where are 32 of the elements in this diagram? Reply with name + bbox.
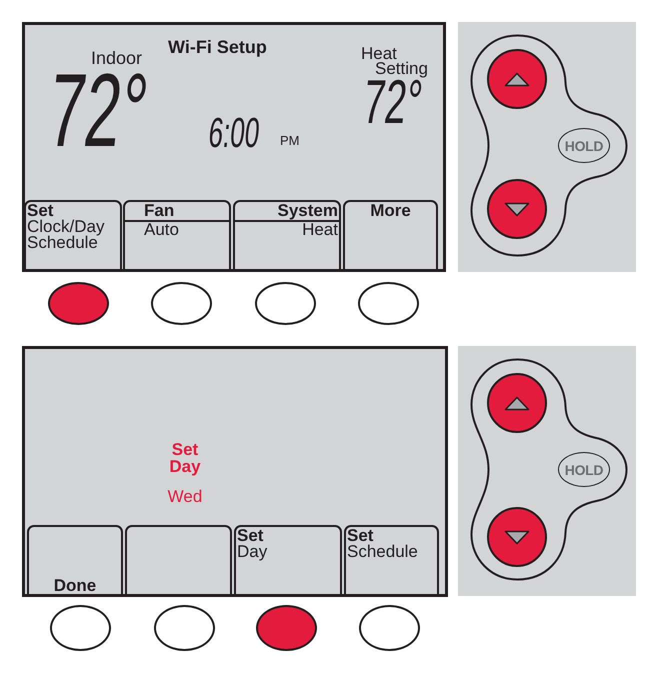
tab-title: System bbox=[235, 202, 339, 222]
clock-time: 6:00 bbox=[206, 112, 262, 154]
tab-title: Done bbox=[52, 577, 98, 594]
tab-value: Schedule bbox=[347, 544, 419, 560]
hold-button: HOLD bbox=[558, 452, 610, 487]
tab-value: Day bbox=[237, 544, 268, 560]
keypad-panel bbox=[458, 22, 636, 272]
keypad-panel bbox=[458, 346, 636, 596]
tab-value: Heat bbox=[301, 222, 338, 238]
softkey-tab bbox=[24, 200, 122, 269]
down-button bbox=[487, 507, 547, 567]
softkey-tab bbox=[343, 200, 438, 269]
lcd-display bbox=[22, 346, 448, 597]
softkey-tab bbox=[234, 525, 342, 594]
softkey-tab bbox=[233, 200, 341, 269]
softkey-tab bbox=[344, 525, 439, 594]
lcd-display bbox=[22, 22, 446, 272]
tab-title: Set bbox=[347, 527, 374, 544]
time-period-label: PM bbox=[280, 134, 300, 147]
mode-title: Set Day bbox=[168, 441, 202, 475]
softkey-tab bbox=[125, 525, 232, 594]
hold-button: HOLD bbox=[558, 128, 610, 163]
tab-title: More bbox=[369, 202, 412, 219]
softkey-tab bbox=[27, 525, 123, 594]
menu-title: Wi-Fi Setup bbox=[168, 38, 267, 56]
day-value: Wed bbox=[166, 488, 204, 505]
tab-title: Fan bbox=[125, 202, 229, 222]
tab-title: Set bbox=[237, 527, 264, 544]
tab-title: Set bbox=[27, 202, 54, 219]
tab-value: Auto bbox=[144, 222, 180, 238]
softkey-tab bbox=[123, 200, 231, 269]
tab-value: Clock/Day Schedule bbox=[27, 219, 106, 251]
